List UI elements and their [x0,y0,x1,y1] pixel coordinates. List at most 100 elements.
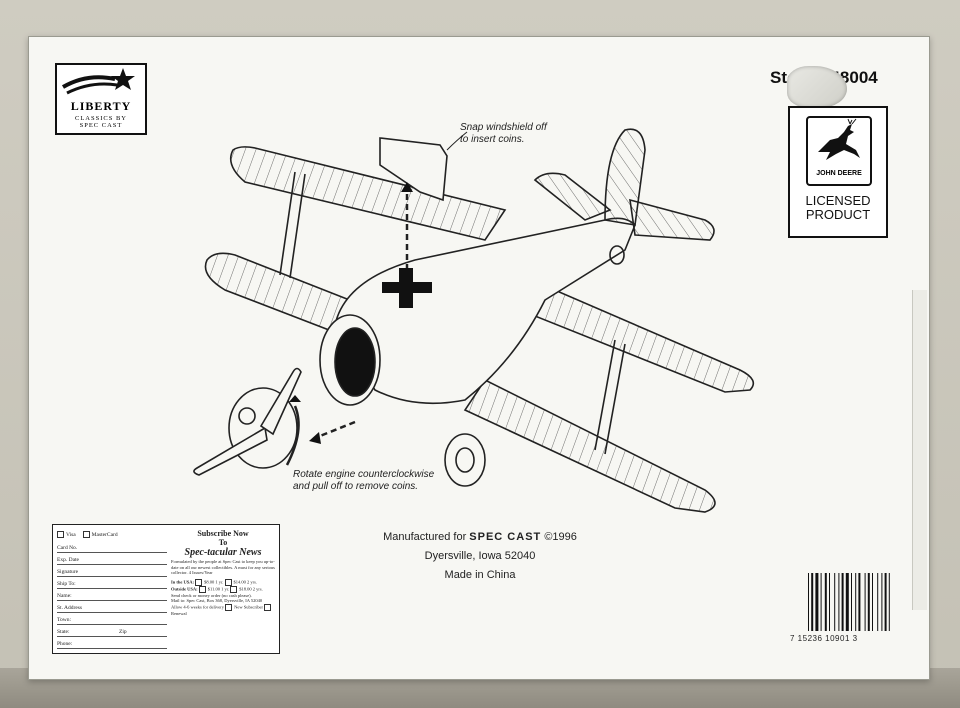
manufacturer-line: Manufactured for SPEC CAST ©1996 [340,528,620,547]
field-label-state: State: [57,629,70,635]
mastercard-checkbox [82,531,90,538]
barcode-bar [811,573,814,631]
engine-note-line2: and pull off to remove coins. [293,481,419,492]
licensed-product-text: LICENSED PRODUCT [790,194,886,222]
visa-label: Visa [66,531,76,538]
barcode-bar [884,573,887,631]
out-2yr-checkbox [230,585,238,593]
subscribe-to: To [218,538,228,547]
barcode-bar [881,573,883,631]
right-stabilizer [629,198,715,241]
manufacturer-year: ©1996 [544,531,577,543]
card-type-row: Visa MasterCard [57,531,167,541]
subscribe-info: Subscribe Now To Spec-tacular News Formu… [171,529,275,616]
mastercard-label: MasterCard [91,531,118,538]
windshield-note-line1: Snap windshield off [460,122,547,133]
barcode-bar [808,573,809,631]
form-field-row: Ship To: [57,577,167,589]
john-deere-badge: JOHN DEERE [806,116,872,186]
engine-note-line1: Rotate engine counterclockwise [293,469,435,480]
subscribe-title: Subscribe Now [197,529,249,538]
barcode-bar [841,573,844,631]
strut-left [279,171,296,276]
manufacturer-block: Manufactured for SPEC CAST ©1996 Dyersvi… [340,528,620,585]
newsletter-blurb: Formulated by the people at Spec Cast to… [171,559,275,575]
field-label-town: Town: [57,617,71,623]
out-2yr-price: $18.00 2 yrs. [239,586,263,592]
field-label-ship-to: Ship To: [57,581,76,587]
manufacturer-prefix: Manufactured for [383,531,467,543]
barcode-bar [829,573,830,631]
john-deere-badge-text: JOHN DEERE [816,170,862,177]
barcode-bar [867,573,870,631]
barcode-digits: 7 15236 10901 3 [790,634,858,643]
form-fields: Visa MasterCard Card No. Exp. Date Signa… [57,531,167,649]
mail-address: Mail to: Spec Cast, Box 368, Dyersville,… [171,598,263,603]
send-note: Send check or money order (no cash pleas… [171,592,252,598]
propeller-blade-high [259,367,302,436]
out-1yr-price: $11.00 1 yr. [207,586,230,592]
left-stabilizer [533,172,612,221]
torn-label-patch [787,66,847,108]
barcode-bar [834,573,836,631]
form-field-row: Name: [57,589,167,601]
price-outside-row: Outside USA: $11.00 1 yr. $18.00 2 yrs. [171,585,275,593]
field-label-phone: Phone: [57,641,73,647]
upc-barcode [808,573,890,631]
field-label-address: St. Address [57,605,83,611]
john-deere-license-box: JOHN DEERE LICENSED PRODUCT [788,106,888,238]
liberty-classics-logo: LIBERTY CLASSICS BY SPEC CAST [55,63,147,135]
barcode-bar [864,573,866,631]
renewal-checkbox [264,603,272,611]
fuselage [334,217,636,405]
usa-label: In the USA: [171,579,195,585]
barcode-bar [872,573,873,631]
strut-right [594,339,616,451]
pull-off-arrow [314,420,356,440]
engine-note: Rotate engine counterclockwise and pull … [293,469,434,493]
delivery-note: Allow 4-6 weeks for delivery [171,604,224,610]
new-subscriber-checkbox [225,603,233,611]
form-field-row: Town: [57,613,167,625]
leaping-deer-icon [818,118,860,160]
licensed-line2: PRODUCT [805,207,871,222]
manufacturer-city: Dyersville, Iowa 52040 [424,550,536,562]
usa-1yr-price: $8.00 1 yr. [204,579,224,585]
upper-wing-left [229,146,507,241]
form-field-row: Phone: [57,637,167,649]
lower-wing-right [463,378,716,513]
out-1yr-checkbox [198,585,206,593]
box-side-flap [912,290,927,610]
form-field-row: Signature [57,565,167,577]
newsletter-title: Spec-tacular News [184,547,262,558]
manufacturer-brand: SPEC CAST [469,531,542,543]
price-usa-row: In the USA: $8.00 1 yr. $14.00 2 yrs. [171,578,275,586]
windshield-note-line2: to insert coins. [460,134,525,145]
barcode-bar [845,573,849,631]
windshield [379,137,448,202]
barcode-bar [877,573,879,631]
liberty-line2: SPEC CAST [79,122,123,129]
barcode-bar [815,573,819,631]
subscription-form: Visa MasterCard Card No. Exp. Date Signa… [52,524,280,654]
visa-checkbox [57,531,64,538]
barcode-bar [820,573,822,631]
form-field-row: Exp. Date [57,553,167,565]
barcode-bar [851,573,852,631]
barcode-bar [888,573,890,631]
usa-1yr-checkbox [195,578,203,586]
form-field-row: St. Address [57,601,167,613]
outside-label: Outside USA: [171,586,198,592]
liberty-name: LIBERTY [70,99,132,113]
tail-wheel [609,245,625,265]
field-label-card-no: Card No. [57,545,78,551]
biplane-illustration [193,128,755,513]
renewal-label: Renewal [171,610,187,616]
usa-2yr-price: $14.00 2 yrs. [233,579,258,585]
barcode-bar [855,573,857,631]
form-field-row: Card No. [57,541,167,553]
landing-wheel [444,433,486,487]
liberty-line1: CLASSICS BY [75,115,127,122]
field-label-exp-date: Exp. Date [57,557,79,563]
star-swoosh-icon [61,68,135,95]
